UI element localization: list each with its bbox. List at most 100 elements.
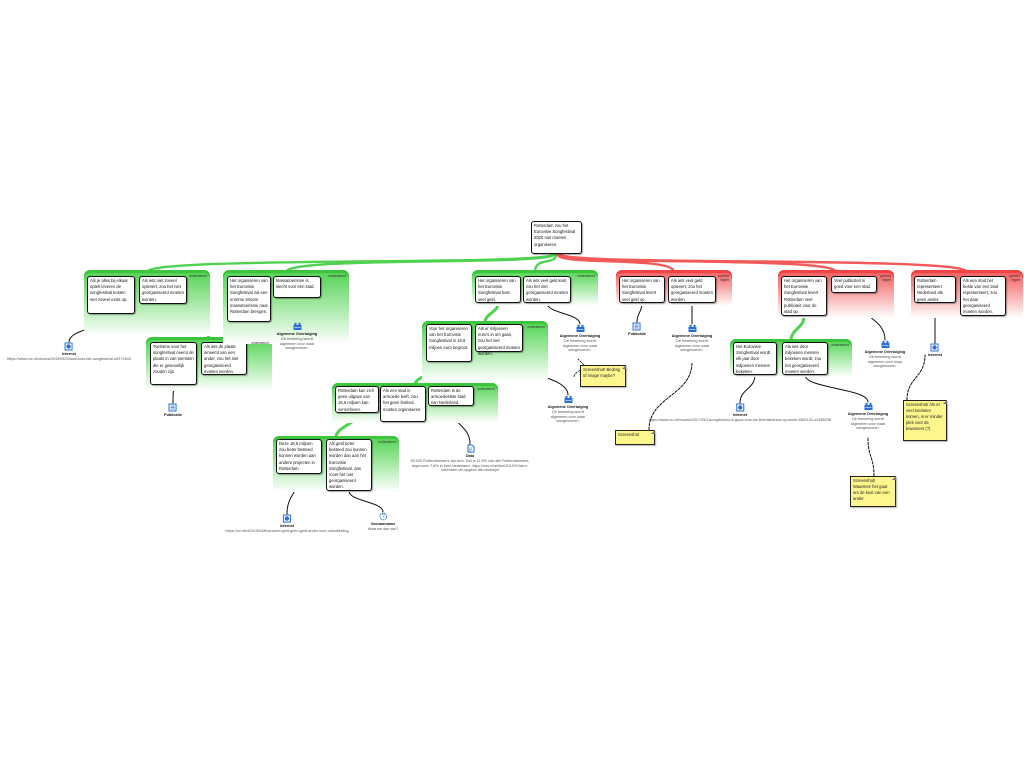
common-belief-icon xyxy=(293,322,302,331)
common-belief-icon xyxy=(564,395,573,404)
evidence-type-label: Algemene Overtuiging xyxy=(671,334,713,338)
evidence-type-label: Internet xyxy=(62,352,76,356)
premise-box[interactable]: Voor het organiseren van het Eurovisie S… xyxy=(426,324,472,362)
evidence-type-label: Algemene Overtuiging xyxy=(276,332,318,336)
evidence-detail: https://www.nu.nl/muziek/2017/05/1/songf… xyxy=(648,417,832,422)
connector-line xyxy=(804,374,869,403)
premise-box[interactable]: Deze 16,5 miljoen zou beter besteed kunn… xyxy=(276,439,322,474)
premise-box[interactable]: Als iets veel geld oplevert, zou het geo… xyxy=(668,276,716,303)
evidence-publicatie[interactable]: Publicatie xyxy=(164,403,182,418)
evidence-type-label: Algemene Overtuiging xyxy=(559,334,601,338)
premise-box[interactable]: Veel publiciteit is goed voor een stad. xyxy=(831,276,877,293)
main-contention[interactable]: Rotterdam zou het Eurovisie Songfestival… xyxy=(531,221,582,254)
evidence-detail: De bewering wordt algemeen voor waar aan… xyxy=(674,338,710,353)
premise-box[interactable]: Als een stad het beste van een land repr… xyxy=(960,276,1006,316)
connector-line xyxy=(559,252,969,274)
evidence-detail: De bewering wordt algemeen voor waar aan… xyxy=(867,354,903,369)
reason-type-label: spreekt tegen xyxy=(879,274,891,282)
evidence-publicatie[interactable]: Publicatie xyxy=(628,322,646,337)
premise-box[interactable]: Als je alles bij elkaar optelt leveren d… xyxy=(87,276,135,314)
internet-icon xyxy=(282,514,291,523)
sticky-note[interactable]: Screenshot xyxy=(615,430,655,445)
evidence-type-label: Algemene Overtuiging xyxy=(864,350,906,354)
evidence-type-label: Data xyxy=(465,454,475,458)
premise-box[interactable]: Als iets niet zoveel oplevert, zou het n… xyxy=(139,276,187,304)
reason-type-label: spreekt tegen xyxy=(1008,274,1020,282)
publication-icon xyxy=(169,403,178,412)
premise-box[interactable]: Als geld beter besteed zou kunnen worden… xyxy=(326,439,372,491)
connector-line xyxy=(533,252,558,274)
common-belief-icon xyxy=(576,324,585,333)
evidence-type-label: Algemene Overtuiging xyxy=(547,405,589,409)
common-belief-icon xyxy=(688,324,697,333)
common-belief-icon xyxy=(881,340,890,349)
premise-box[interactable]: Als iets door miljoenen mensen bekeken w… xyxy=(782,342,828,375)
data-icon xyxy=(466,444,475,453)
premise-box[interactable]: Rotterdam representeert Nederland als ge… xyxy=(914,276,956,303)
reason-type-label: ondersteunt xyxy=(477,387,495,391)
connector-line xyxy=(577,358,585,366)
premise-box[interactable]: Het organiseren van het Eurovisie Songfe… xyxy=(781,276,827,316)
connector-line xyxy=(284,252,556,274)
common-belief-icon xyxy=(864,402,873,411)
connector-line xyxy=(789,314,806,343)
reason-type-label: ondersteunt xyxy=(189,274,207,278)
connector-line xyxy=(348,490,384,513)
premise-box[interactable]: Als een stad in armoede leeft, zou het g… xyxy=(380,386,426,422)
assumption-icon: ? xyxy=(379,512,388,521)
connector-line xyxy=(546,302,581,325)
premise-box[interactable]: Het organiseren van het Eurovisie Songfe… xyxy=(475,276,521,303)
evidence-type-label: Publicatie xyxy=(628,332,646,336)
premise-box[interactable]: Als er miljoenen euro's in om gaan, zou … xyxy=(475,324,523,356)
reason-type-label: ondersteunt xyxy=(328,274,346,278)
evidence-type-label: Internet xyxy=(280,524,294,528)
internet-icon xyxy=(736,403,745,412)
evidence-detail: De bewering wordt algemeen voor waar aan… xyxy=(279,336,315,351)
sticky-note[interactable]: Screenshot! Waarmee het gaat om de kost … xyxy=(850,476,896,507)
evidence-detail: 65.000 Rotterdammers zijn arm. Dat is 11… xyxy=(410,458,530,473)
premise-box[interactable]: Massatoerisme is slecht voor een stad. xyxy=(273,276,321,298)
premise-box[interactable]: Het organiseren van het Eurovisie Songfe… xyxy=(619,276,665,303)
evidence-type-label: Internet xyxy=(733,413,747,417)
sticky-note[interactable]: Screenshot! Bedrag of image maybe? xyxy=(580,365,626,387)
premise-box[interactable]: Rotterdam kan zich geen uitgave van 16,6… xyxy=(335,386,379,413)
connector-line xyxy=(906,354,926,401)
evidence-detail: De bewering wordt algemeen voor waar aan… xyxy=(850,416,886,431)
connector-line xyxy=(648,361,693,431)
internet-icon xyxy=(64,342,73,351)
evidence-detail: https://www.nrc.nl/nieuws/2019/05/20/wat… xyxy=(7,356,131,361)
premise-box[interactable]: Rotterdam is de armoedestste stad van Ne… xyxy=(428,386,474,406)
evidence-detail: Waarom dan wel? xyxy=(367,526,399,531)
premise-box[interactable]: Toerisme voor het songfestival neemt de … xyxy=(150,342,197,385)
internet-icon xyxy=(931,343,940,352)
premise-box[interactable]: Als iets veel geld kost zou het niet geo… xyxy=(523,276,571,303)
connector-line xyxy=(739,374,756,404)
evidence-type-label: Publicatie xyxy=(164,413,182,417)
evidence-detail: De bewering wordt algemeen voor waar aan… xyxy=(550,409,586,424)
premise-box[interactable]: Als iets de plaats inneemt van een ander… xyxy=(201,342,247,375)
sticky-note[interactable]: Screenshot! Als er veel toeristen komen,… xyxy=(903,400,947,441)
svg-text:?: ? xyxy=(382,514,385,520)
reason-type-label: ondersteunt xyxy=(251,341,269,345)
premise-box[interactable]: Het organiseren van het Eurovisie Songfe… xyxy=(227,276,271,322)
reason-type-label: spreekt tegen xyxy=(717,274,729,282)
evidence-internet[interactable]: Internet xyxy=(928,343,942,358)
connector-line xyxy=(483,301,500,325)
publication-icon xyxy=(633,322,642,331)
evidence-detail: https://ov.nltnl/2019/03/financieel-geld… xyxy=(225,528,349,533)
connector-line xyxy=(867,437,875,477)
premise-box[interactable]: Het Eurovisie Songfestival wordt elk jaa… xyxy=(733,342,777,375)
reason-type-label: ondersteunt xyxy=(831,343,849,347)
evidence-type-label: Internet xyxy=(928,353,942,357)
